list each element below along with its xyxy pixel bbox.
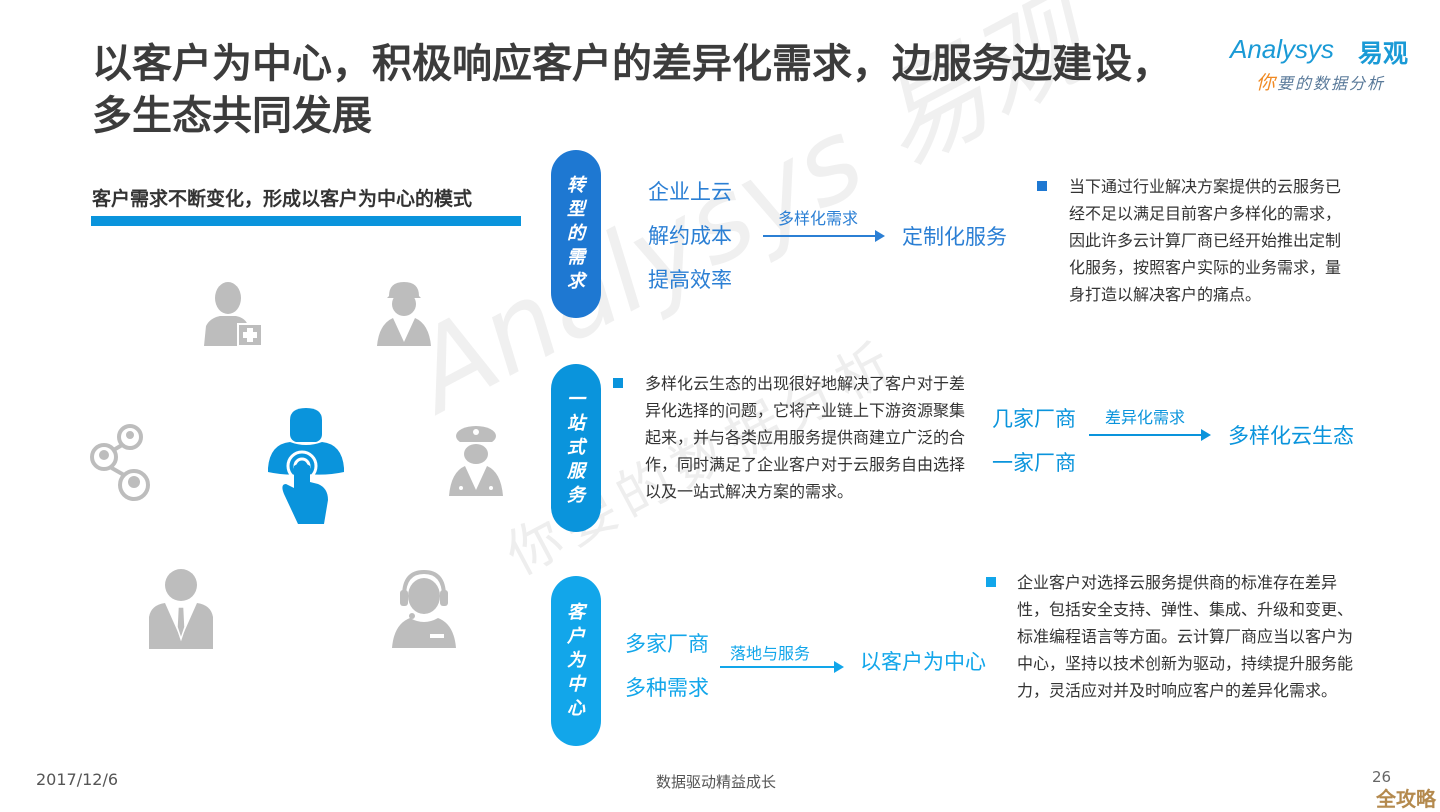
input-many-demands: 多种需求: [625, 676, 709, 700]
arrow-right-icon: [720, 661, 844, 673]
input-cost-reduction: 解约成本: [648, 224, 732, 248]
title-line-1: 以客户为中心，积极响应客户的差异化需求，边服务边建设，: [92, 41, 1172, 87]
description-customer-centric: 企业客户对选择云服务提供商的标准存在差异性，包括安全支持、弹性、集成、升级和变更…: [1017, 573, 1354, 700]
description-one-stop: 多样化云生态的出现很好地解决了客户对于差异化选择的问题，它将产业链上下游资源聚集…: [645, 374, 966, 501]
title-line-2: 多生态共同发展: [92, 93, 372, 139]
site-badge: 全攻略: [1376, 787, 1436, 811]
businessman-icon: [149, 569, 213, 649]
subheading-underline: [91, 216, 521, 226]
output-custom-service: 定制化服务: [902, 225, 1007, 249]
user-touch-center-icon: [268, 408, 344, 524]
bullet-square-icon: [613, 378, 623, 388]
arrow-right-icon: [1089, 429, 1211, 441]
footer-slogan: 数据驱动精益成长: [656, 773, 777, 791]
construction-worker-icon: [377, 282, 431, 346]
bullet-square-icon: [986, 577, 996, 587]
logo-tagline: 你要的数据分析: [1256, 72, 1386, 94]
input-single-vendor: 一家厂商: [992, 451, 1076, 475]
arrow-label-diverse-demand: 多样化需求: [778, 209, 859, 228]
arrow-right-icon: [763, 230, 885, 242]
police-officer-icon: [449, 426, 503, 496]
description-transformation: 当下通过行业解决方案提供的云服务已经不足以满足目前客户多样化的需求，因此许多云计…: [1069, 177, 1342, 304]
page-title: 以客户为中心，积极响应客户的差异化需求，边服务边建设， 多生态共同发展: [92, 38, 1212, 142]
arrow-label-differentiated-demand: 差异化需求: [1105, 408, 1186, 427]
doctor-plus-icon: [204, 282, 263, 347]
output-diverse-ecosystem: 多样化云生态: [1228, 424, 1354, 448]
output-customer-centric: 以客户为中心: [860, 650, 986, 674]
customer-service-headset-icon: [392, 569, 456, 648]
page-number: 26: [1372, 768, 1392, 786]
bullet-square-icon: [1037, 181, 1047, 191]
pill-transformation-demand: 转 型 的 需 求: [551, 150, 601, 318]
pill-one-stop-service: 一 站 式 服 务: [551, 364, 601, 532]
input-few-vendors: 几家厂商: [992, 407, 1076, 431]
brand-logo: Analysys 易观 你要的数据分析: [1230, 34, 1420, 94]
pill-customer-centric: 客 户 为 中 心: [551, 576, 601, 746]
logo-brand-en: Analysys: [1230, 34, 1335, 64]
input-cloud-migration: 企业上云: [648, 180, 732, 204]
logo-brand-cn: 易观: [1358, 39, 1409, 68]
section-subheading: 客户需求不断变化，形成以客户为中心的模式: [92, 188, 473, 210]
input-many-vendors: 多家厂商: [625, 632, 709, 656]
network-users-icon: [90, 424, 150, 501]
input-efficiency: 提高效率: [648, 268, 732, 292]
arrow-label-deployment-service: 落地与服务: [730, 644, 811, 663]
footer-date: 2017/12/6: [36, 770, 119, 789]
